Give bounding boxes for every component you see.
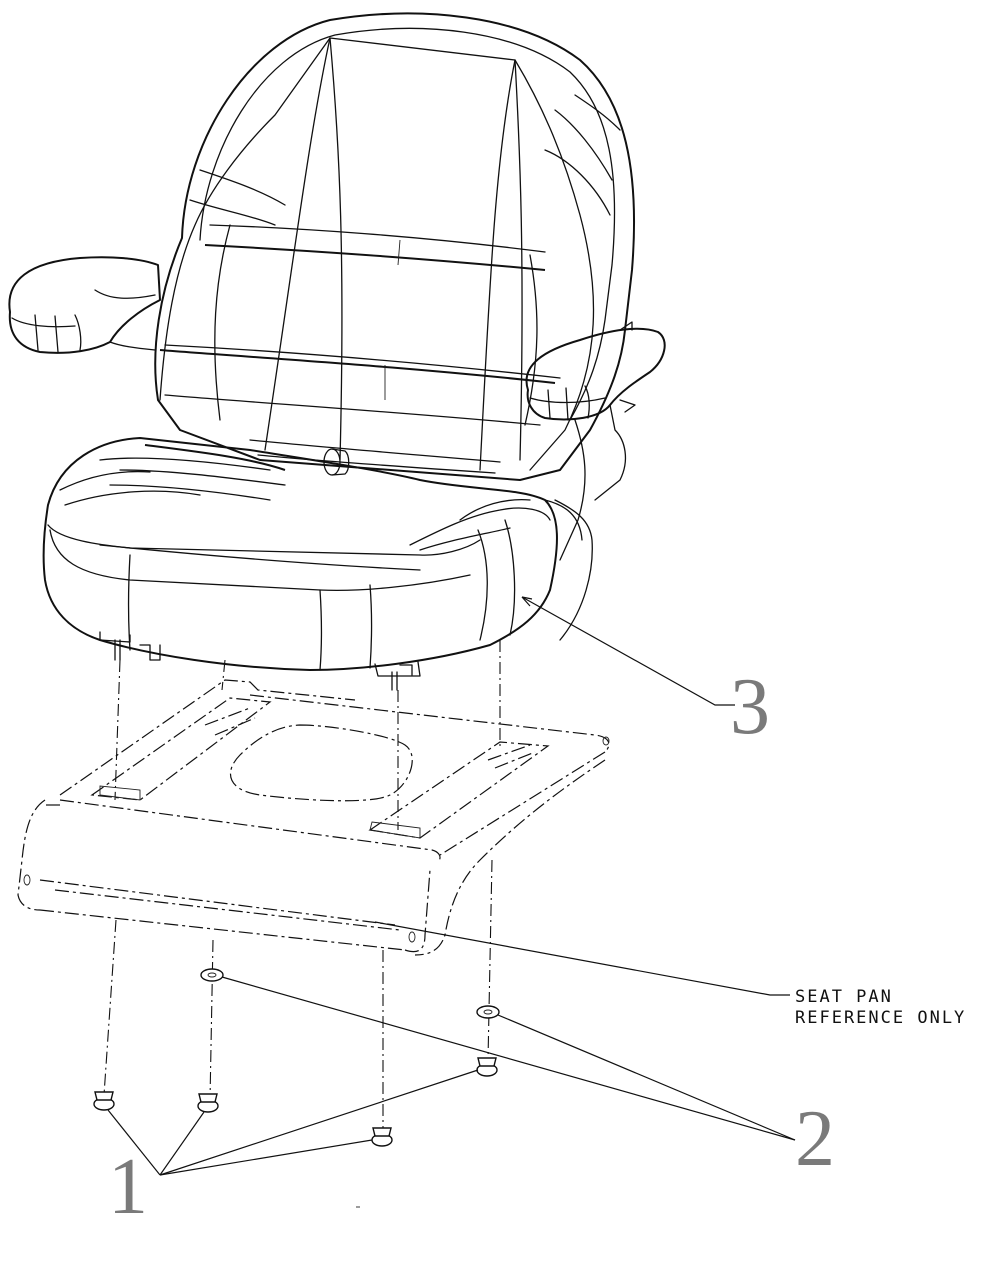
callout-3: 3	[730, 663, 770, 751]
callout-2: 2	[795, 1095, 835, 1183]
callout-1: 1	[108, 1143, 148, 1231]
washer-left	[200, 968, 224, 982]
seat-pan-note-line1: SEAT PAN	[795, 987, 893, 1007]
assembly-center-lines	[103, 640, 501, 1130]
nut-1	[93, 1091, 115, 1111]
seat-assembly	[8, 12, 666, 691]
nut-4	[476, 1057, 498, 1077]
nut-3	[371, 1127, 393, 1147]
washer-right	[476, 1005, 500, 1019]
nut-2	[197, 1093, 219, 1113]
seat-pan-note-line2: REFERENCE ONLY	[795, 1008, 966, 1028]
seat-pan-phantom	[17, 679, 610, 956]
leader-lines	[107, 596, 796, 1176]
